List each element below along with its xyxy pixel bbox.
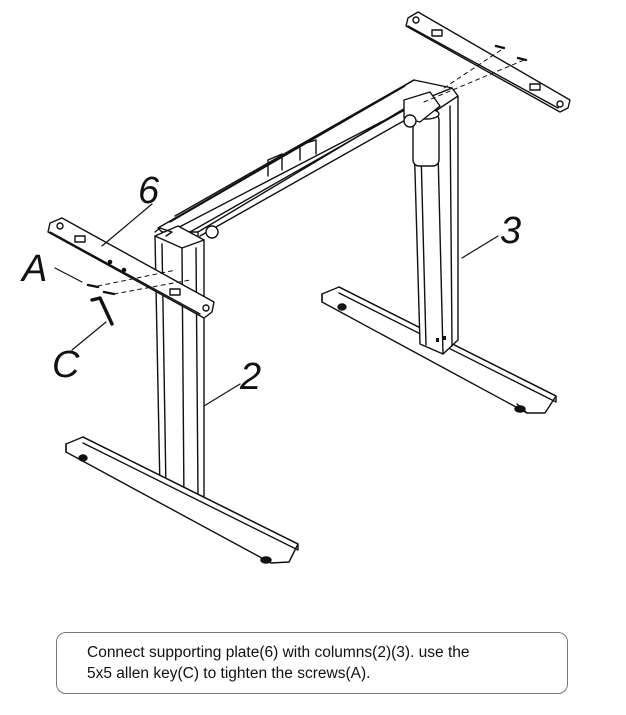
label-column-right: 3: [500, 210, 522, 252]
screws: [86, 44, 528, 296]
caption-line-2: 5x5 allen key(C) to tighten the screws(A…: [87, 665, 371, 682]
label-allen-key: C: [52, 344, 80, 386]
instruction-caption: Connect supporting plate(6) with columns…: [56, 632, 568, 694]
allen-key: [90, 296, 114, 326]
label-supporting-plate: 6: [138, 170, 160, 212]
label-column-left: 2: [240, 356, 262, 398]
caption-line-1: Connect supporting plate(6) with columns…: [87, 644, 470, 661]
assembly-drawing: [47, 11, 571, 564]
motor: [205, 91, 441, 239]
alignment-lines: [97, 47, 525, 295]
left-column: [154, 225, 205, 504]
supporting-plate-right: [405, 11, 571, 113]
left-foot: [65, 436, 299, 564]
label-screws: A: [22, 248, 48, 290]
crossbeam-frame: [157, 79, 453, 245]
leader-lines: [54, 203, 499, 407]
supporting-plate-left: [47, 217, 215, 319]
